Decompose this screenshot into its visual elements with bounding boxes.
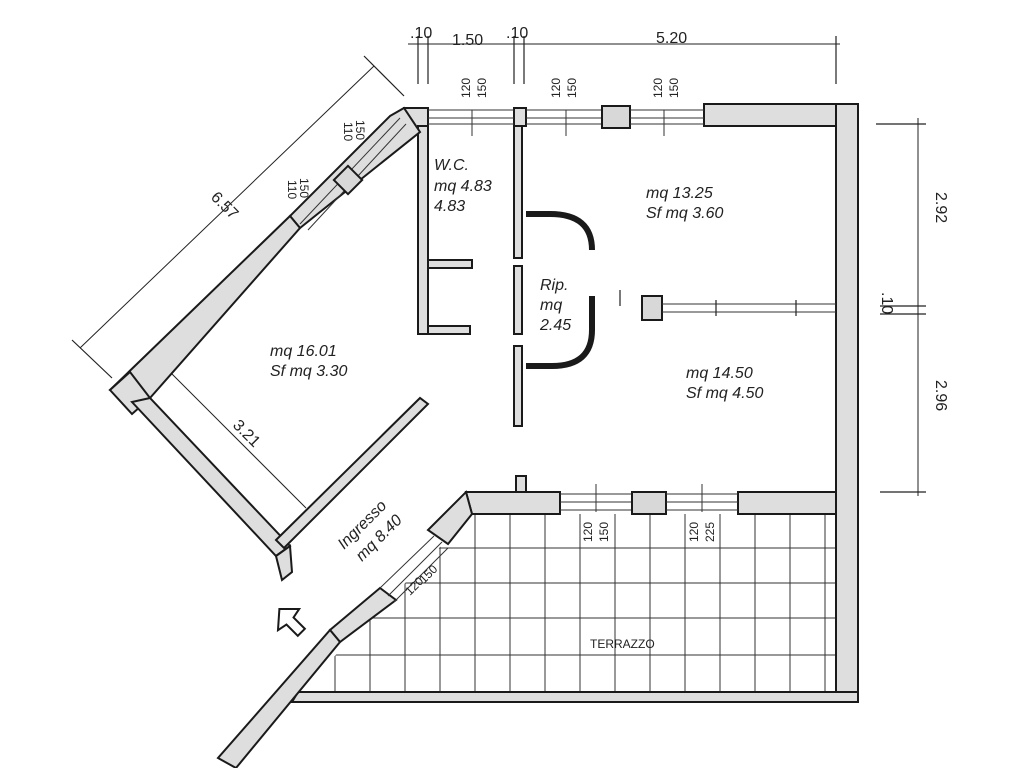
- room-label-lower: mq 14.50 Sf mq 4.50: [686, 365, 763, 402]
- win-diag-1-a: 110: [341, 122, 355, 141]
- win-bottom-2-a: 120: [687, 522, 701, 542]
- storage-closet: [526, 211, 621, 369]
- dim-top-wall-mid: .10: [506, 25, 528, 42]
- win-top-2-b: 150: [565, 78, 579, 98]
- dim-right-lower: 2.96: [932, 380, 949, 411]
- dim-top-wc-width: 1.50: [452, 32, 483, 49]
- win-top-3-a: 120: [651, 78, 665, 98]
- win-bottom-1-a: 120: [581, 522, 595, 542]
- right-dimension-chain: 2.92 .10 2.96: [876, 118, 949, 496]
- dim-top-room-width: 5.20: [656, 30, 687, 47]
- dim-top-wall-left: .10: [410, 25, 432, 42]
- wc-name: W.C.: [434, 157, 469, 174]
- living-area: mq 16.01: [270, 343, 337, 360]
- room-upper-area: mq 13.25: [646, 185, 713, 202]
- win-bottom-1-b: 150: [597, 522, 611, 542]
- room-label-upper: mq 13.25 Sf mq 3.60: [646, 185, 723, 222]
- windows: 120 150 120 150 120 150 110 150 110 150: [285, 78, 836, 603]
- dim-ingress-width: 3.21: [229, 417, 263, 451]
- wc-area-2: 4.83: [434, 198, 465, 215]
- rip-area: 2.45: [539, 317, 571, 334]
- win-diag-1-b: 150: [353, 120, 367, 140]
- win-diag-2-a: 110: [285, 180, 299, 199]
- top-dimension-chain: .10 1.50 .10 5.20: [408, 25, 840, 84]
- win-diag-2-b: 150: [297, 178, 311, 198]
- dim-right-wall: .10: [878, 292, 895, 314]
- room-label-rip: Rip. mq 2.45: [539, 277, 571, 334]
- room-lower-area: mq 14.50: [686, 365, 753, 382]
- dim-diagonal-length: 6.57: [207, 189, 241, 223]
- entrance-arrow-icon: [276, 607, 307, 638]
- room-lower-sf: Sf mq 4.50: [686, 385, 763, 402]
- room-upper-sf: Sf mq 3.60: [646, 205, 723, 222]
- dim-right-upper: 2.92: [932, 192, 949, 223]
- rip-mq: mq: [540, 297, 562, 314]
- win-top-3-b: 150: [667, 78, 681, 98]
- walls: [108, 103, 859, 768]
- room-label-ingresso: Ingresso mq 8.40: [335, 497, 406, 564]
- room-label-living: mq 16.01 Sf mq 3.30: [270, 343, 347, 380]
- wc-area: mq 4.83: [434, 178, 492, 195]
- living-sf: Sf mq 3.30: [270, 363, 347, 380]
- rip-name: Rip.: [540, 277, 568, 294]
- room-label-wc: W.C. mq 4.83 4.83: [434, 157, 492, 215]
- diagonal-dimension: 6.57: [71, 55, 405, 379]
- win-top-1-a: 120: [459, 78, 473, 98]
- win-bottom-2-b: 225: [703, 522, 717, 542]
- terrace-label: TERRAZZO: [590, 637, 655, 651]
- win-top-1-b: 150: [475, 78, 489, 98]
- win-top-2-a: 120: [549, 78, 563, 98]
